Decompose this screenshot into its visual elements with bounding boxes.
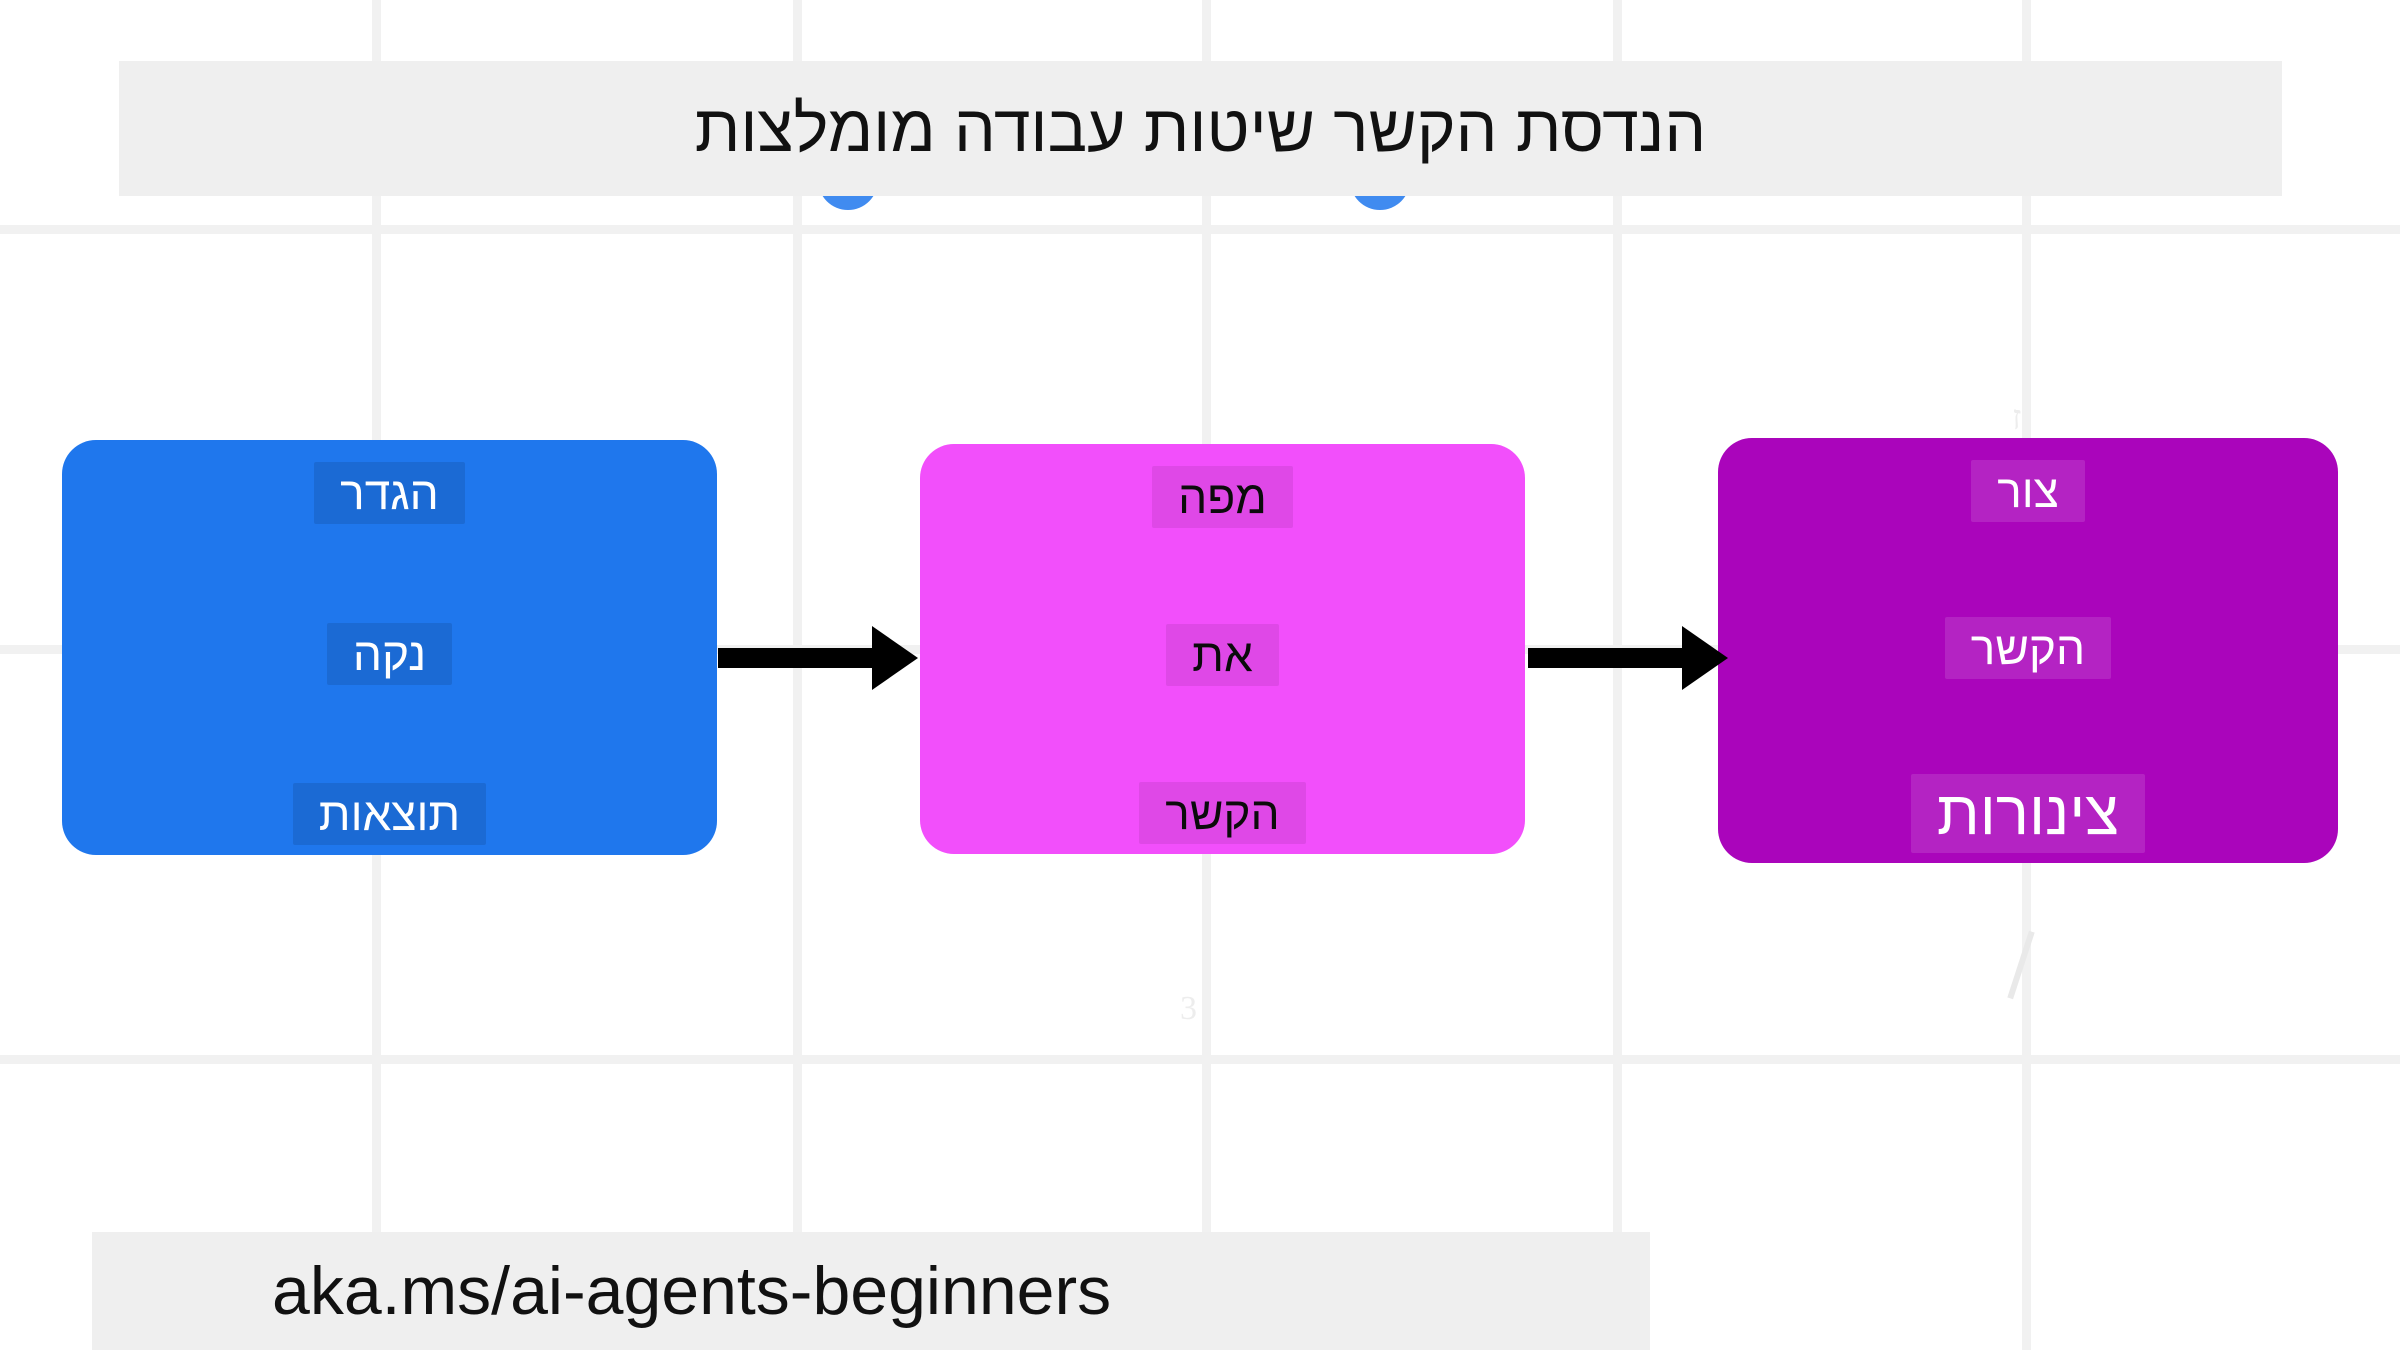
grid-line-horizontal	[0, 1055, 2400, 1064]
footer-link[interactable]: aka.ms/ai-agents-beginners	[272, 1253, 1112, 1329]
arrow-magenta-to-purple	[1528, 626, 1728, 690]
flow-box-line: הקשר	[1139, 782, 1306, 844]
arrow-shaft	[718, 648, 876, 668]
flow-box-line: את	[1166, 624, 1279, 686]
ghost-text-artifact: 3	[1180, 990, 1197, 1027]
footer-banner: aka.ms/ai-agents-beginners	[92, 1232, 1650, 1350]
arrow-head-icon	[1682, 626, 1728, 690]
page-title: הנדסת הקשר שיטות עבודה מומלצות	[694, 90, 1707, 165]
flow-box-line: צינורות	[1910, 774, 2146, 853]
arrow-blue-to-magenta	[718, 626, 918, 690]
grid-line-vertical	[793, 0, 802, 1350]
flow-box-map-the-context[interactable]: מפה את הקשר	[920, 444, 1525, 854]
title-banner: הנדסת הקשר שיטות עבודה מומלצות	[119, 61, 2282, 196]
flow-box-line: צור	[1971, 460, 2085, 522]
grid-line-horizontal	[0, 225, 2400, 234]
ghost-slash-artifact	[2007, 930, 2035, 1000]
grid-line-vertical	[1613, 0, 1622, 1350]
ghost-text-artifact: ז	[2012, 400, 2022, 437]
arrow-head-icon	[872, 626, 918, 690]
flow-box-line: תוצאות	[292, 783, 487, 845]
flow-box-create-context-pipelines[interactable]: צור הקשר צינורות	[1718, 438, 2338, 863]
flow-box-line: מפה	[1152, 466, 1293, 528]
flow-box-define-clean-results[interactable]: הגדר נקה תוצאות	[62, 440, 717, 855]
flow-box-line: נקה	[326, 622, 453, 685]
flow-box-line: הקשר	[1944, 617, 2112, 679]
arrow-shaft	[1528, 648, 1686, 668]
flow-box-line: הגדר	[314, 462, 465, 524]
